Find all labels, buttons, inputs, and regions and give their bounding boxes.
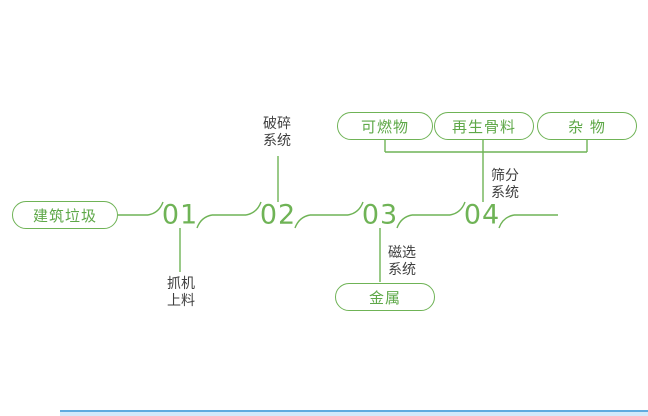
step-03-label-magnetic-system: 磁选 系统 [388, 245, 416, 279]
step-04-label-line1: 筛分 [491, 168, 519, 184]
node-metal-output-label: 金属 [368, 288, 401, 307]
node-metal-output: 金属 [335, 283, 435, 311]
step-02-label-crushing-system: 破碎 系统 [263, 116, 291, 150]
node-miscellaneous-output: 杂 物 [537, 112, 637, 140]
node-recycled-aggregate-output: 再生骨料 [434, 112, 534, 140]
node-miscellaneous-label: 杂 物 [568, 117, 606, 136]
step-04-label-screening-system: 筛分 系统 [491, 168, 519, 202]
step-number-3: 03 [361, 199, 399, 231]
node-construction-waste: 建筑垃圾 [12, 201, 118, 229]
step-01-label-line2: 上料 [167, 293, 195, 309]
node-construction-waste-label: 建筑垃圾 [32, 206, 97, 225]
step-01-label-line1: 抓机 [167, 276, 195, 292]
step-number-4: 04 [463, 199, 501, 231]
node-combustibles-label: 可燃物 [360, 117, 409, 136]
next-section-top-edge [60, 410, 648, 416]
step-03-label-line2: 系统 [388, 262, 416, 278]
node-combustibles-output: 可燃物 [337, 112, 433, 140]
step-number-1: 01 [161, 199, 199, 231]
step-02-label-line1: 破碎 [263, 116, 291, 132]
step-02-label-line2: 系统 [263, 133, 291, 149]
step-03-label-line1: 磁选 [388, 245, 416, 261]
node-recycled-aggregate-label: 再生骨料 [451, 117, 516, 136]
step-01-label-feeding: 抓机 上料 [167, 276, 195, 310]
step-04-label-line2: 系统 [491, 185, 519, 201]
step-number-2: 02 [259, 199, 297, 231]
